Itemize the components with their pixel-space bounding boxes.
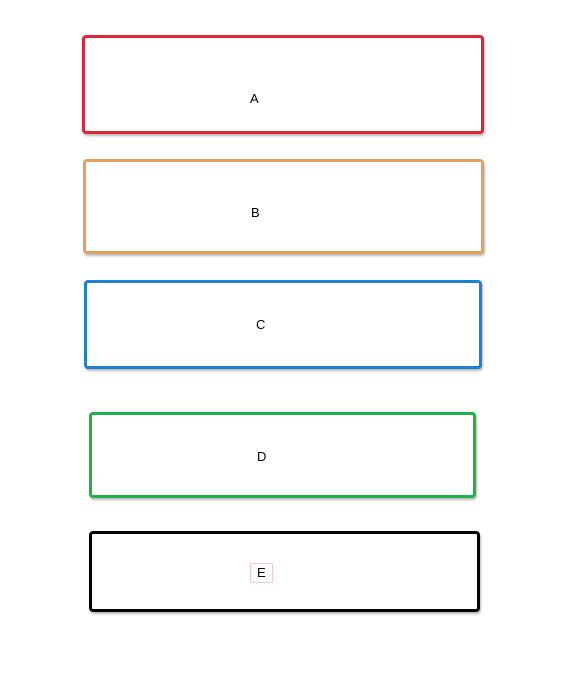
box-c-label: C xyxy=(256,317,266,332)
box-e[interactable] xyxy=(89,531,480,612)
box-a[interactable] xyxy=(82,35,484,134)
box-b[interactable] xyxy=(83,159,484,254)
box-a-label: A xyxy=(250,91,259,106)
box-e-label[interactable]: E xyxy=(250,563,273,583)
box-b-label: B xyxy=(251,205,260,220)
box-d[interactable] xyxy=(89,412,476,498)
box-d-label: D xyxy=(257,449,267,464)
box-c[interactable] xyxy=(84,280,482,369)
